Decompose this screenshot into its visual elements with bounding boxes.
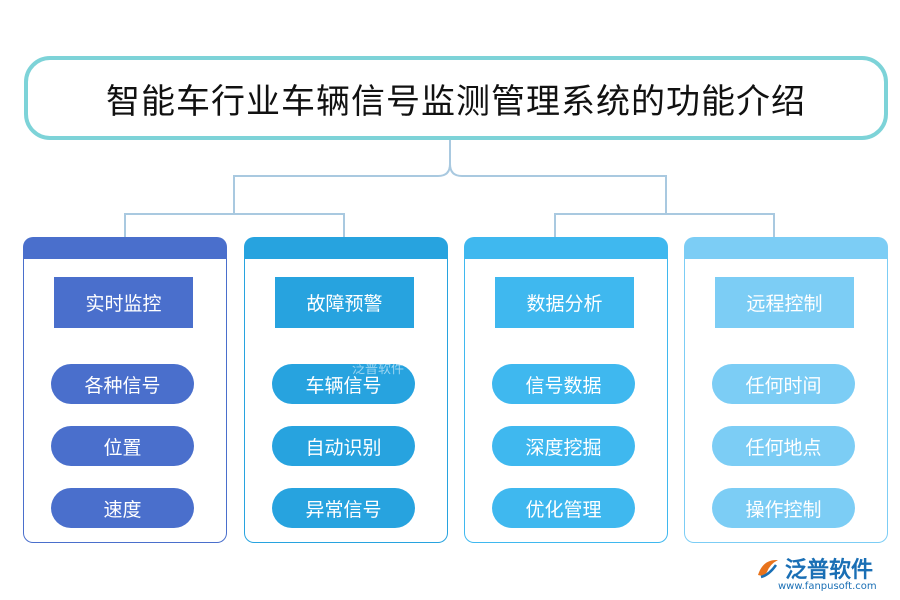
brand-icon: [758, 559, 778, 579]
connector-path: [124, 213, 345, 237]
feature-pill: 自动识别: [272, 426, 415, 466]
title-box: 智能车行业车辆信号监测管理系统的功能介绍: [24, 56, 888, 140]
category-card: 数据分析信号数据深度挖掘优化管理: [464, 237, 668, 543]
category-title: 故障预警: [273, 275, 416, 330]
watermark: 泛普软件: [352, 362, 405, 377]
category-card: 实时监控各种信号位置速度: [23, 237, 227, 543]
feature-pill: 异常信号: [272, 488, 415, 528]
category-title: 实时监控: [52, 275, 195, 330]
feature-pill: 深度挖掘: [492, 426, 635, 466]
category-card: 故障预警车辆信号自动识别异常信号: [244, 237, 448, 543]
connector-path: [449, 163, 667, 214]
brand-name: 泛普软件: [785, 558, 874, 583]
diagram-title: 智能车行业车辆信号监测管理系统的功能介绍: [106, 81, 806, 122]
feature-pill: 位置: [51, 426, 194, 466]
feature-pill: 操作控制: [712, 488, 855, 528]
feature-pill: 任何地点: [712, 426, 855, 466]
brand-logo: 泛普软件: [755, 552, 873, 584]
brand-url: www.fanpusoft.com: [778, 581, 877, 592]
feature-pill: 优化管理: [492, 488, 635, 528]
category-title: 远程控制: [713, 275, 856, 330]
feature-pill: 任何时间: [712, 364, 855, 404]
feature-pill: 各种信号: [51, 364, 194, 404]
category-card: 远程控制任何时间任何地点操作控制: [684, 237, 888, 543]
connector-path: [554, 213, 775, 237]
feature-pill: 速度: [51, 488, 194, 528]
feature-pill: 车辆信号: [272, 364, 415, 404]
connector-path: [233, 140, 451, 214]
category-title: 数据分析: [493, 275, 636, 330]
feature-pill: 信号数据: [492, 364, 635, 404]
